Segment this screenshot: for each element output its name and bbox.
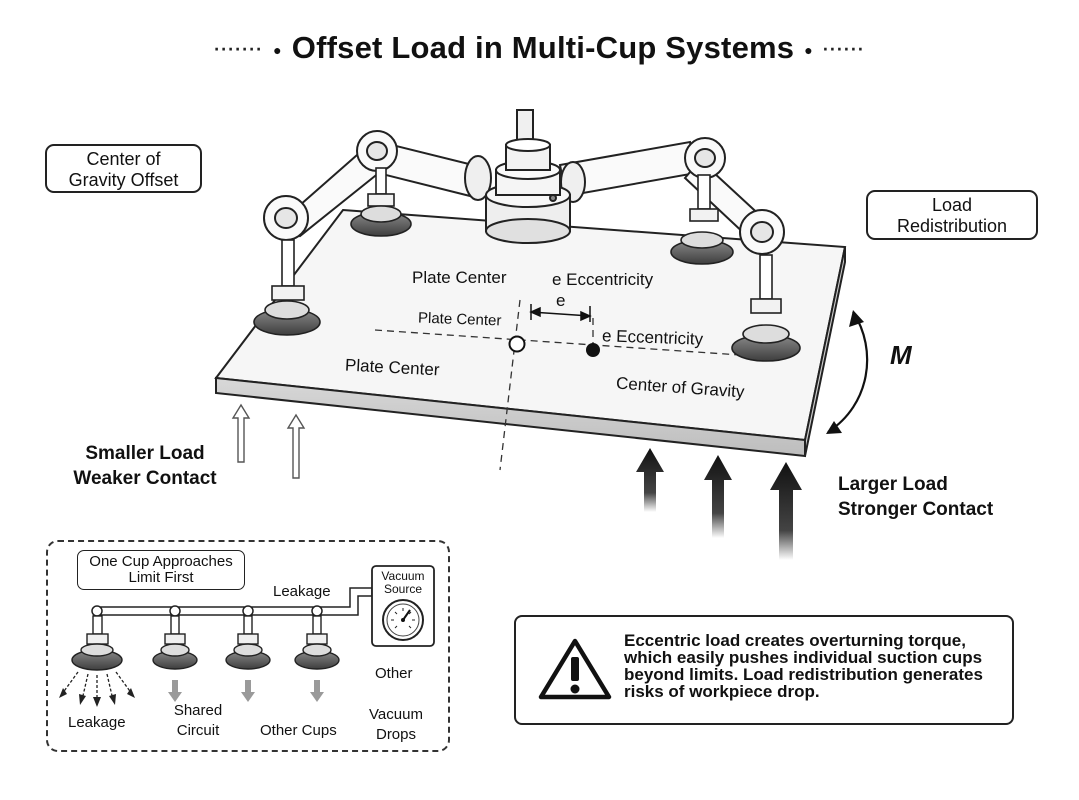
larger-load-arrows: [636, 448, 802, 560]
title-text: Offset Load in Multi-Cup Systems: [291, 30, 795, 65]
first-cup-limit-callout: One Cup Approaches Limit First: [77, 550, 245, 590]
leakage-arrowheads: [59, 688, 135, 707]
vacuum-drops-line-1: Vacuum: [369, 706, 423, 723]
page-title: ······· ● Offset Load in Multi-Cup Systems…: [0, 30, 1079, 66]
first-cup-limit-line-2: Limit First: [128, 569, 194, 586]
vacuum-source-label: Vacuum Source: [372, 570, 434, 596]
load-redistribution-callout: Load Redistribution: [866, 190, 1038, 240]
smaller-load-label: Smaller Load Weaker Contact: [60, 441, 230, 491]
vacuum-source-box: [371, 565, 435, 647]
cog-offset-line-1: Center of: [86, 149, 161, 169]
warning-box: Eccentric load creates overturning torqu…: [514, 615, 1014, 725]
vacuum-circuit-panel: [46, 540, 450, 752]
load-redistribution-line-1: Load: [931, 195, 973, 215]
other-label: Other: [375, 665, 413, 682]
title-dots-left: ·······: [214, 39, 264, 60]
eccentricity-dimension: [529, 304, 592, 322]
warning-line-4: risks of workpiece drop.: [624, 682, 820, 701]
leakage-bottom-label: Leakage: [68, 714, 126, 731]
leakage-top-label: Leakage: [273, 583, 331, 600]
workpiece-plate: [214, 208, 847, 458]
gripper-arms: [263, 109, 785, 255]
shared-circuit-line-1: Shared: [173, 702, 223, 719]
center-lines: [374, 299, 741, 471]
shared-circuit-line-2: Circuit: [176, 722, 220, 739]
moment-symbol: M: [890, 340, 912, 370]
first-cup-limit-line-1: One Cup Approaches: [89, 553, 233, 570]
warning-line-1: Eccentric load creates overturning torqu…: [624, 631, 966, 650]
vacuum-drop-arrows: [168, 680, 324, 702]
load-redistribution-line-2: Redistribution: [896, 216, 1008, 236]
other-cups-label: Other Cups: [260, 722, 337, 739]
smaller-load-arrows: [231, 403, 306, 479]
larger-load-line-2: Stronger Contact: [838, 499, 994, 520]
title-bullet-right: ●: [804, 41, 813, 58]
shared-pipe: [95, 587, 373, 616]
title-dots-right: ······: [822, 39, 865, 60]
smaller-load-line-1: Smaller Load: [85, 443, 205, 464]
moment-arrow: [826, 310, 869, 434]
warning-line-3: beyond limits. Load redistribution gener…: [624, 665, 983, 684]
cog-offset-line-2: Gravity Offset: [68, 170, 179, 190]
e-eccentricity-label-1: e Eccentricity: [552, 270, 654, 289]
vacuum-source-line-2: Source: [383, 582, 423, 596]
larger-load-line-1: Larger Load: [838, 474, 948, 495]
cog-offset-callout: Center of Gravity Offset: [45, 144, 202, 193]
vacuum-source-line-1: Vacuum: [381, 569, 425, 583]
plate-center-marker: [508, 335, 526, 353]
e-symbol-label: e: [556, 291, 566, 310]
warning-line-2: which easily pushes individual suction c…: [624, 648, 983, 667]
warning-text: Eccentric load creates overturning torqu…: [624, 632, 1004, 700]
circuit-suction-cups: [71, 615, 340, 671]
center-of-gravity-marker: [586, 343, 600, 357]
plate-suction-cups: [253, 167, 801, 362]
vacuum-drops-label: Vacuum Drops: [360, 705, 432, 745]
pipe-joints: [91, 605, 323, 617]
warning-triangle-icon: [538, 638, 612, 700]
larger-load-label: Larger Load Stronger Contact: [838, 472, 993, 522]
title-bullet-left: ●: [273, 41, 282, 58]
plate-center-label-1: Plate Center: [412, 268, 507, 287]
vacuum-drops-line-2: Drops: [375, 726, 416, 743]
shared-circuit-label: Shared Circuit: [163, 701, 233, 741]
smaller-load-line-2: Weaker Contact: [73, 468, 217, 489]
